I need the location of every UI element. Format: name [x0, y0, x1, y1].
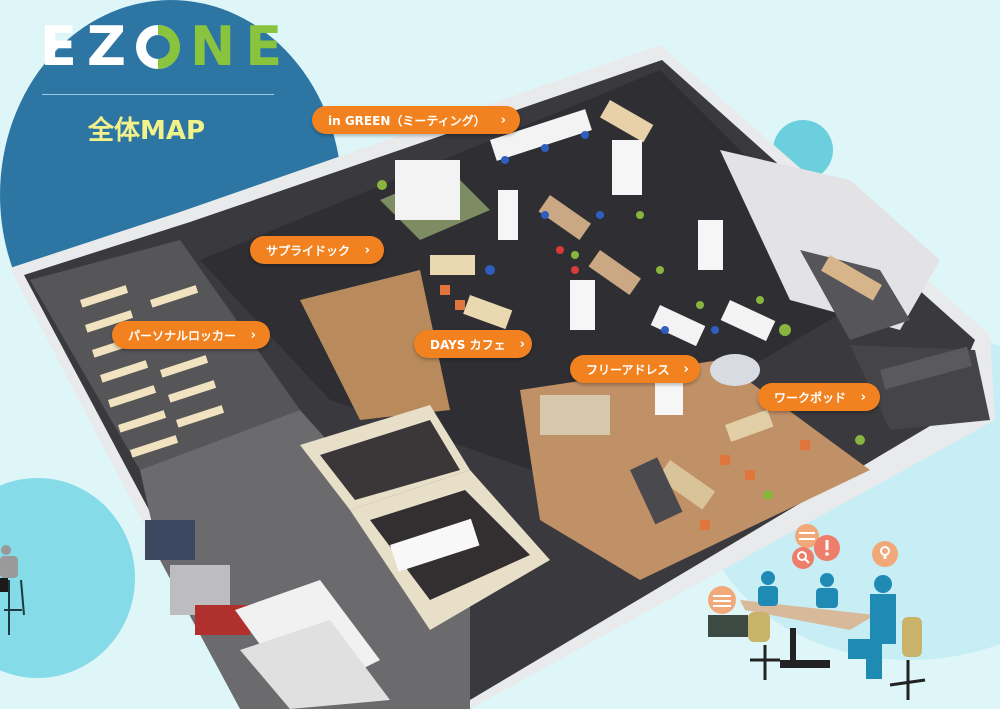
speech-bubble-menu-icon	[795, 524, 819, 548]
area-link-personal-locker[interactable]: パーソナルロッカー ›	[112, 321, 270, 349]
speech-bubble-menu-icon	[708, 586, 736, 614]
speech-bubble-exclamation-icon	[814, 535, 840, 561]
logo-text-ez: EZ	[40, 15, 137, 78]
area-link-work-pod[interactable]: ワークポッド ›	[758, 383, 880, 411]
area-link-label: フリーアドレス	[586, 362, 670, 377]
chevron-right-icon: ›	[364, 242, 370, 258]
chevron-right-icon: ›	[250, 327, 256, 343]
chevron-right-icon: ›	[519, 336, 525, 352]
area-link-label: サプライドック	[266, 243, 351, 258]
logo-text-ne: NE	[190, 15, 293, 78]
area-link-label: DAYS カフェ	[430, 337, 506, 352]
logo-o-ring-icon	[136, 25, 181, 69]
logo-divider	[42, 94, 274, 95]
speech-bubble-lightbulb-icon	[872, 541, 898, 567]
area-link-in-green[interactable]: in GREEN（ミーティング） ›	[312, 106, 520, 134]
meeting-illustration	[708, 524, 926, 700]
person-on-stool-illustration	[0, 545, 25, 635]
speech-bubble-search-icon	[792, 547, 814, 569]
area-link-supply-dock[interactable]: サプライドック ›	[250, 236, 384, 264]
area-link-label: ワークポッド	[774, 390, 847, 405]
area-link-free-address[interactable]: フリーアドレス ›	[570, 355, 700, 383]
people-silhouettes	[758, 571, 896, 679]
area-link-label: in GREEN（ミーティング）	[328, 113, 486, 128]
chevron-right-icon: ›	[500, 112, 506, 128]
chevron-right-icon: ›	[683, 361, 689, 377]
chevron-right-icon: ›	[860, 389, 866, 405]
area-link-label: パーソナルロッカー	[128, 328, 237, 343]
page-title: 全体MAP	[88, 116, 206, 146]
area-link-days-cafe[interactable]: DAYS カフェ ›	[414, 330, 532, 358]
